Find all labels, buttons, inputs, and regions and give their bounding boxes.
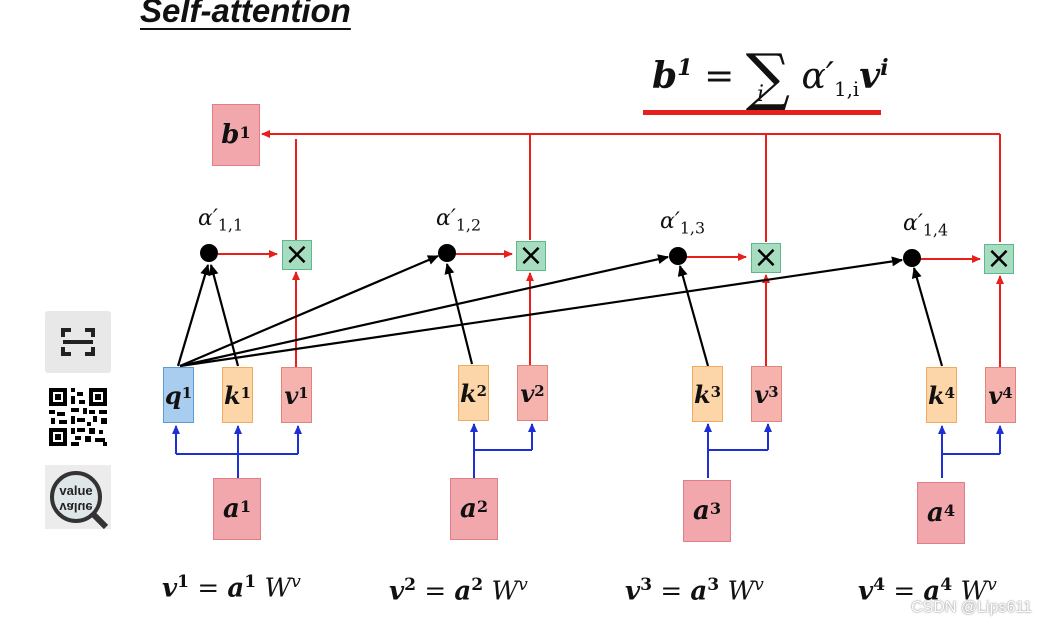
- watermark: CSDN @Lips611: [911, 599, 1032, 616]
- formula-underline: [643, 110, 881, 115]
- qr-code-button[interactable]: [45, 386, 111, 448]
- multiply-node-3: ×: [751, 243, 781, 273]
- multiply-node-1: ×: [282, 240, 312, 270]
- value-equation-2: v2 = a2 Wv: [389, 575, 528, 607]
- attention-score-label-3: α′1,3: [660, 209, 706, 238]
- attention-score-label-4: α′1,4: [903, 211, 949, 240]
- output-bus: [261, 130, 1001, 242]
- query-key-arrows: [176, 254, 944, 368]
- value-equation-1: v1 = a1 Wv: [162, 572, 301, 604]
- qr-code-icon: [47, 386, 109, 448]
- page-title: Self-attention: [140, 0, 351, 29]
- value-label-top: value: [59, 483, 92, 498]
- value-equation-3: v3 = a3 Wv: [625, 575, 764, 607]
- sum-index: i: [757, 82, 765, 107]
- magnifier-value-icon: value value: [50, 471, 109, 529]
- attention-score-label-1: α′1,1: [198, 206, 244, 235]
- multiply-node-2: ×: [516, 241, 546, 271]
- value-label-reflection: value: [59, 500, 92, 515]
- score-to-multiply-arrows: [218, 250, 981, 263]
- attention-score-label-2: α′1,2: [436, 206, 482, 235]
- value-equation-4: v4 = a4 Wv: [858, 575, 997, 607]
- weighted-sum-formula: b1 = ∑ α′1,ivi: [652, 40, 889, 113]
- scan-icon: [61, 328, 95, 356]
- value-to-multiply-arrows: [292, 271, 1004, 367]
- scan-button[interactable]: [45, 311, 111, 373]
- value-lookup-button[interactable]: value value: [45, 465, 111, 529]
- multiply-node-4: ×: [984, 244, 1014, 274]
- attention-score-dots: [200, 244, 921, 267]
- input-projection-arrows: [172, 423, 1004, 478]
